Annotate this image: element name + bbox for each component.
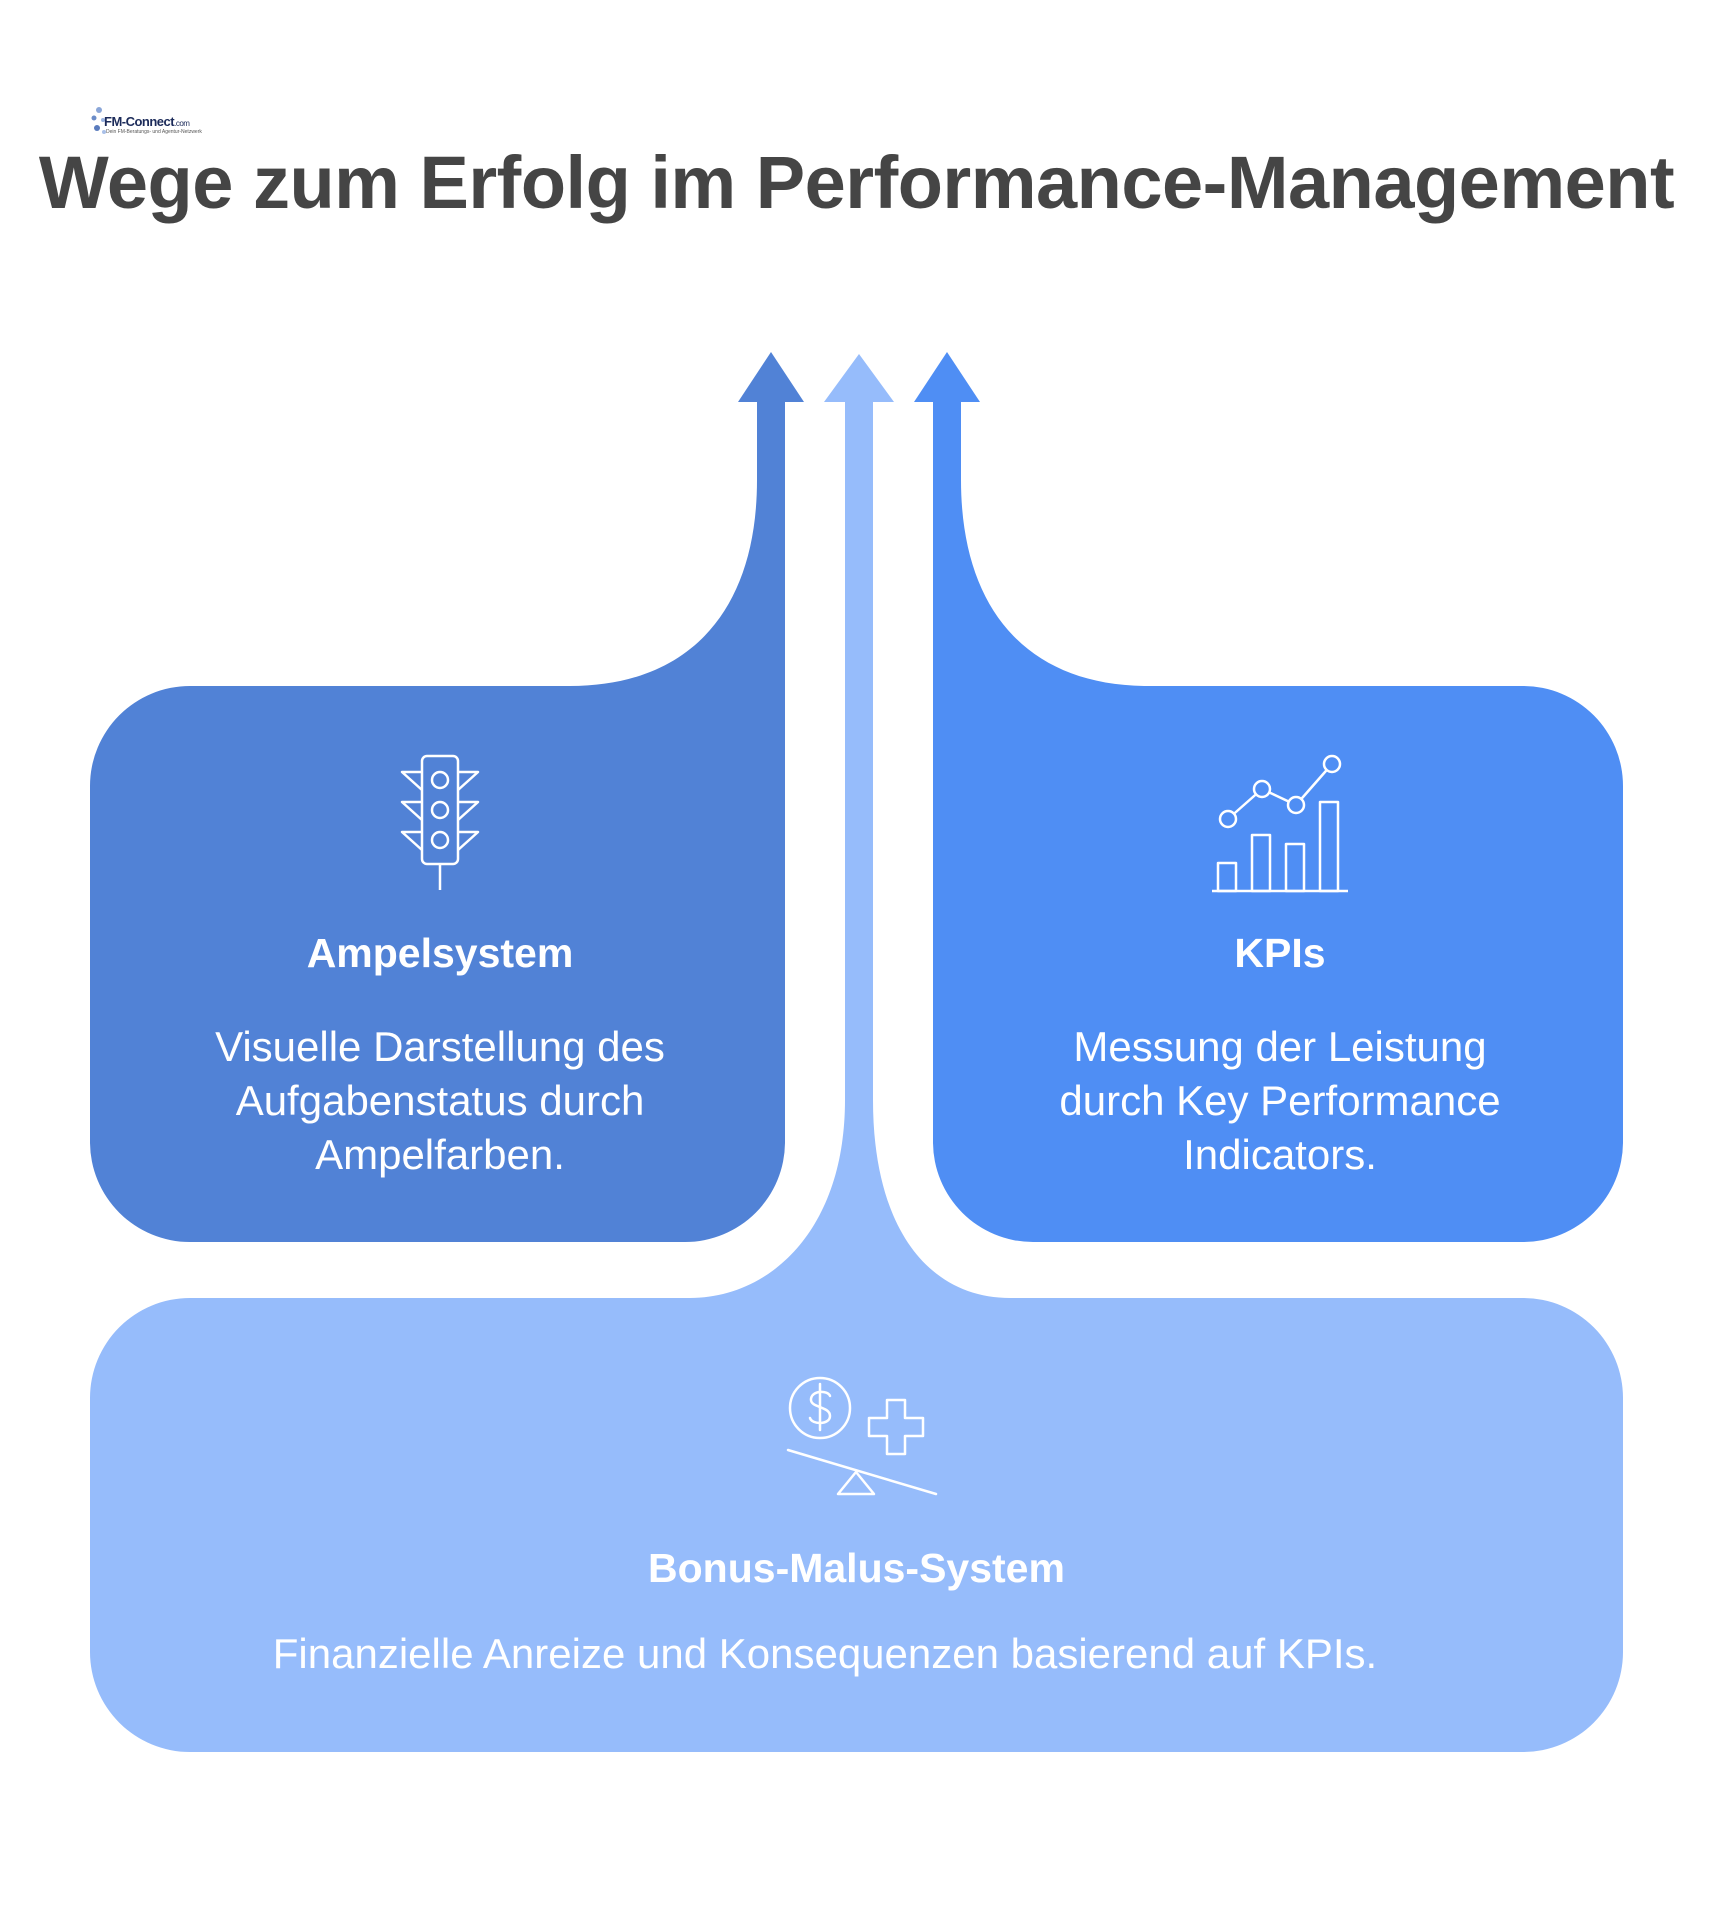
kpi-heading: KPIs <box>1234 930 1326 976</box>
ampel-heading: Ampelsystem <box>306 930 574 976</box>
kpi-shape <box>933 402 1623 1242</box>
kpi-description: Messung der Leistung durch Key Performan… <box>980 1020 1580 1182</box>
page-title: Wege zum Erfolg im Performance-Managemen… <box>38 141 1675 224</box>
ampel-desc-line: Ampelfarben. <box>315 1131 565 1178</box>
bonus-description: Finanzielle Anreize und Konsequenzen bas… <box>272 1630 1378 1677</box>
bonus-arrow-head <box>824 354 894 402</box>
balance-scale-icon <box>786 1376 938 1496</box>
traffic-light-icon <box>400 754 480 890</box>
ampel-desc-line: Visuelle Darstellung des <box>215 1023 665 1070</box>
company-logo: FM-Connect.com Dein FM-Beratungs- und Ag… <box>90 102 202 142</box>
bonus-heading: Bonus-Malus-System <box>648 1545 1065 1591</box>
kpi-arrow-head <box>914 352 980 402</box>
kpi-desc-line: Indicators. <box>1183 1131 1377 1178</box>
ampel-shape <box>90 402 785 1242</box>
chart-growth-icon <box>1212 754 1348 893</box>
logo-mark-icon <box>91 107 106 134</box>
ampel-description: Visuelle Darstellung des Aufgabenstatus … <box>140 1020 740 1182</box>
bonus-shape <box>90 402 1623 1752</box>
kpi-desc-line: durch Key Performance <box>1059 1077 1501 1124</box>
kpi-desc-line: Messung der Leistung <box>1073 1023 1487 1070</box>
ampel-desc-line: Aufgabenstatus durch <box>235 1077 645 1124</box>
logo-tagline: Dein FM-Beratungs- und Agentur-Netzwerk <box>106 129 202 135</box>
logo-wordmark: FM-Connect.com <box>104 114 190 129</box>
ampel-arrow-head <box>738 352 804 402</box>
